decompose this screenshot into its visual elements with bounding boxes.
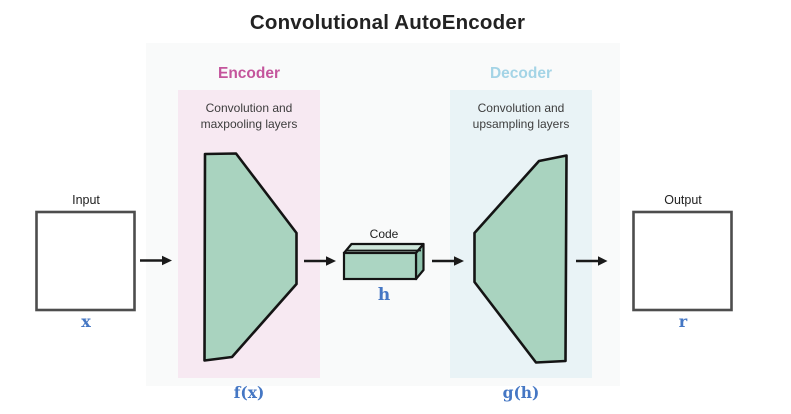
arrow-input-to-encoder [140, 255, 172, 266]
output-label: Output [664, 193, 702, 207]
decoder-description: Convolution and upsampling layers [472, 101, 570, 131]
diagram-title: Convolutional AutoEncoder [249, 11, 526, 34]
encoder-description: Convolution and maxpooling layers [200, 101, 298, 131]
output-symbol: r [678, 312, 688, 331]
output-square [632, 210, 733, 312]
input-label: Input [72, 193, 100, 207]
decoder-label: Decoder [489, 65, 553, 82]
encoder-funnel-shape [203, 152, 298, 362]
decoder-function-label: g(h) [502, 383, 540, 402]
code-symbol: h [377, 285, 391, 305]
code-box-front-face [342, 251, 418, 281]
encoder-function-label: f(x) [233, 383, 265, 402]
code-label: Code [369, 227, 399, 241]
code-box-top-face [342, 242, 425, 255]
encoder-label: Encoder [217, 65, 280, 82]
input-square [35, 210, 136, 312]
arrow-decoder-to-output [576, 256, 608, 266]
decoder-funnel-shape [473, 154, 568, 364]
flow-arrows [140, 255, 608, 266]
code-box-3d [342, 242, 425, 281]
arrow-code-to-decoder [432, 256, 464, 266]
input-symbol: x [81, 312, 91, 331]
arrow-encoder-to-code [304, 256, 336, 266]
